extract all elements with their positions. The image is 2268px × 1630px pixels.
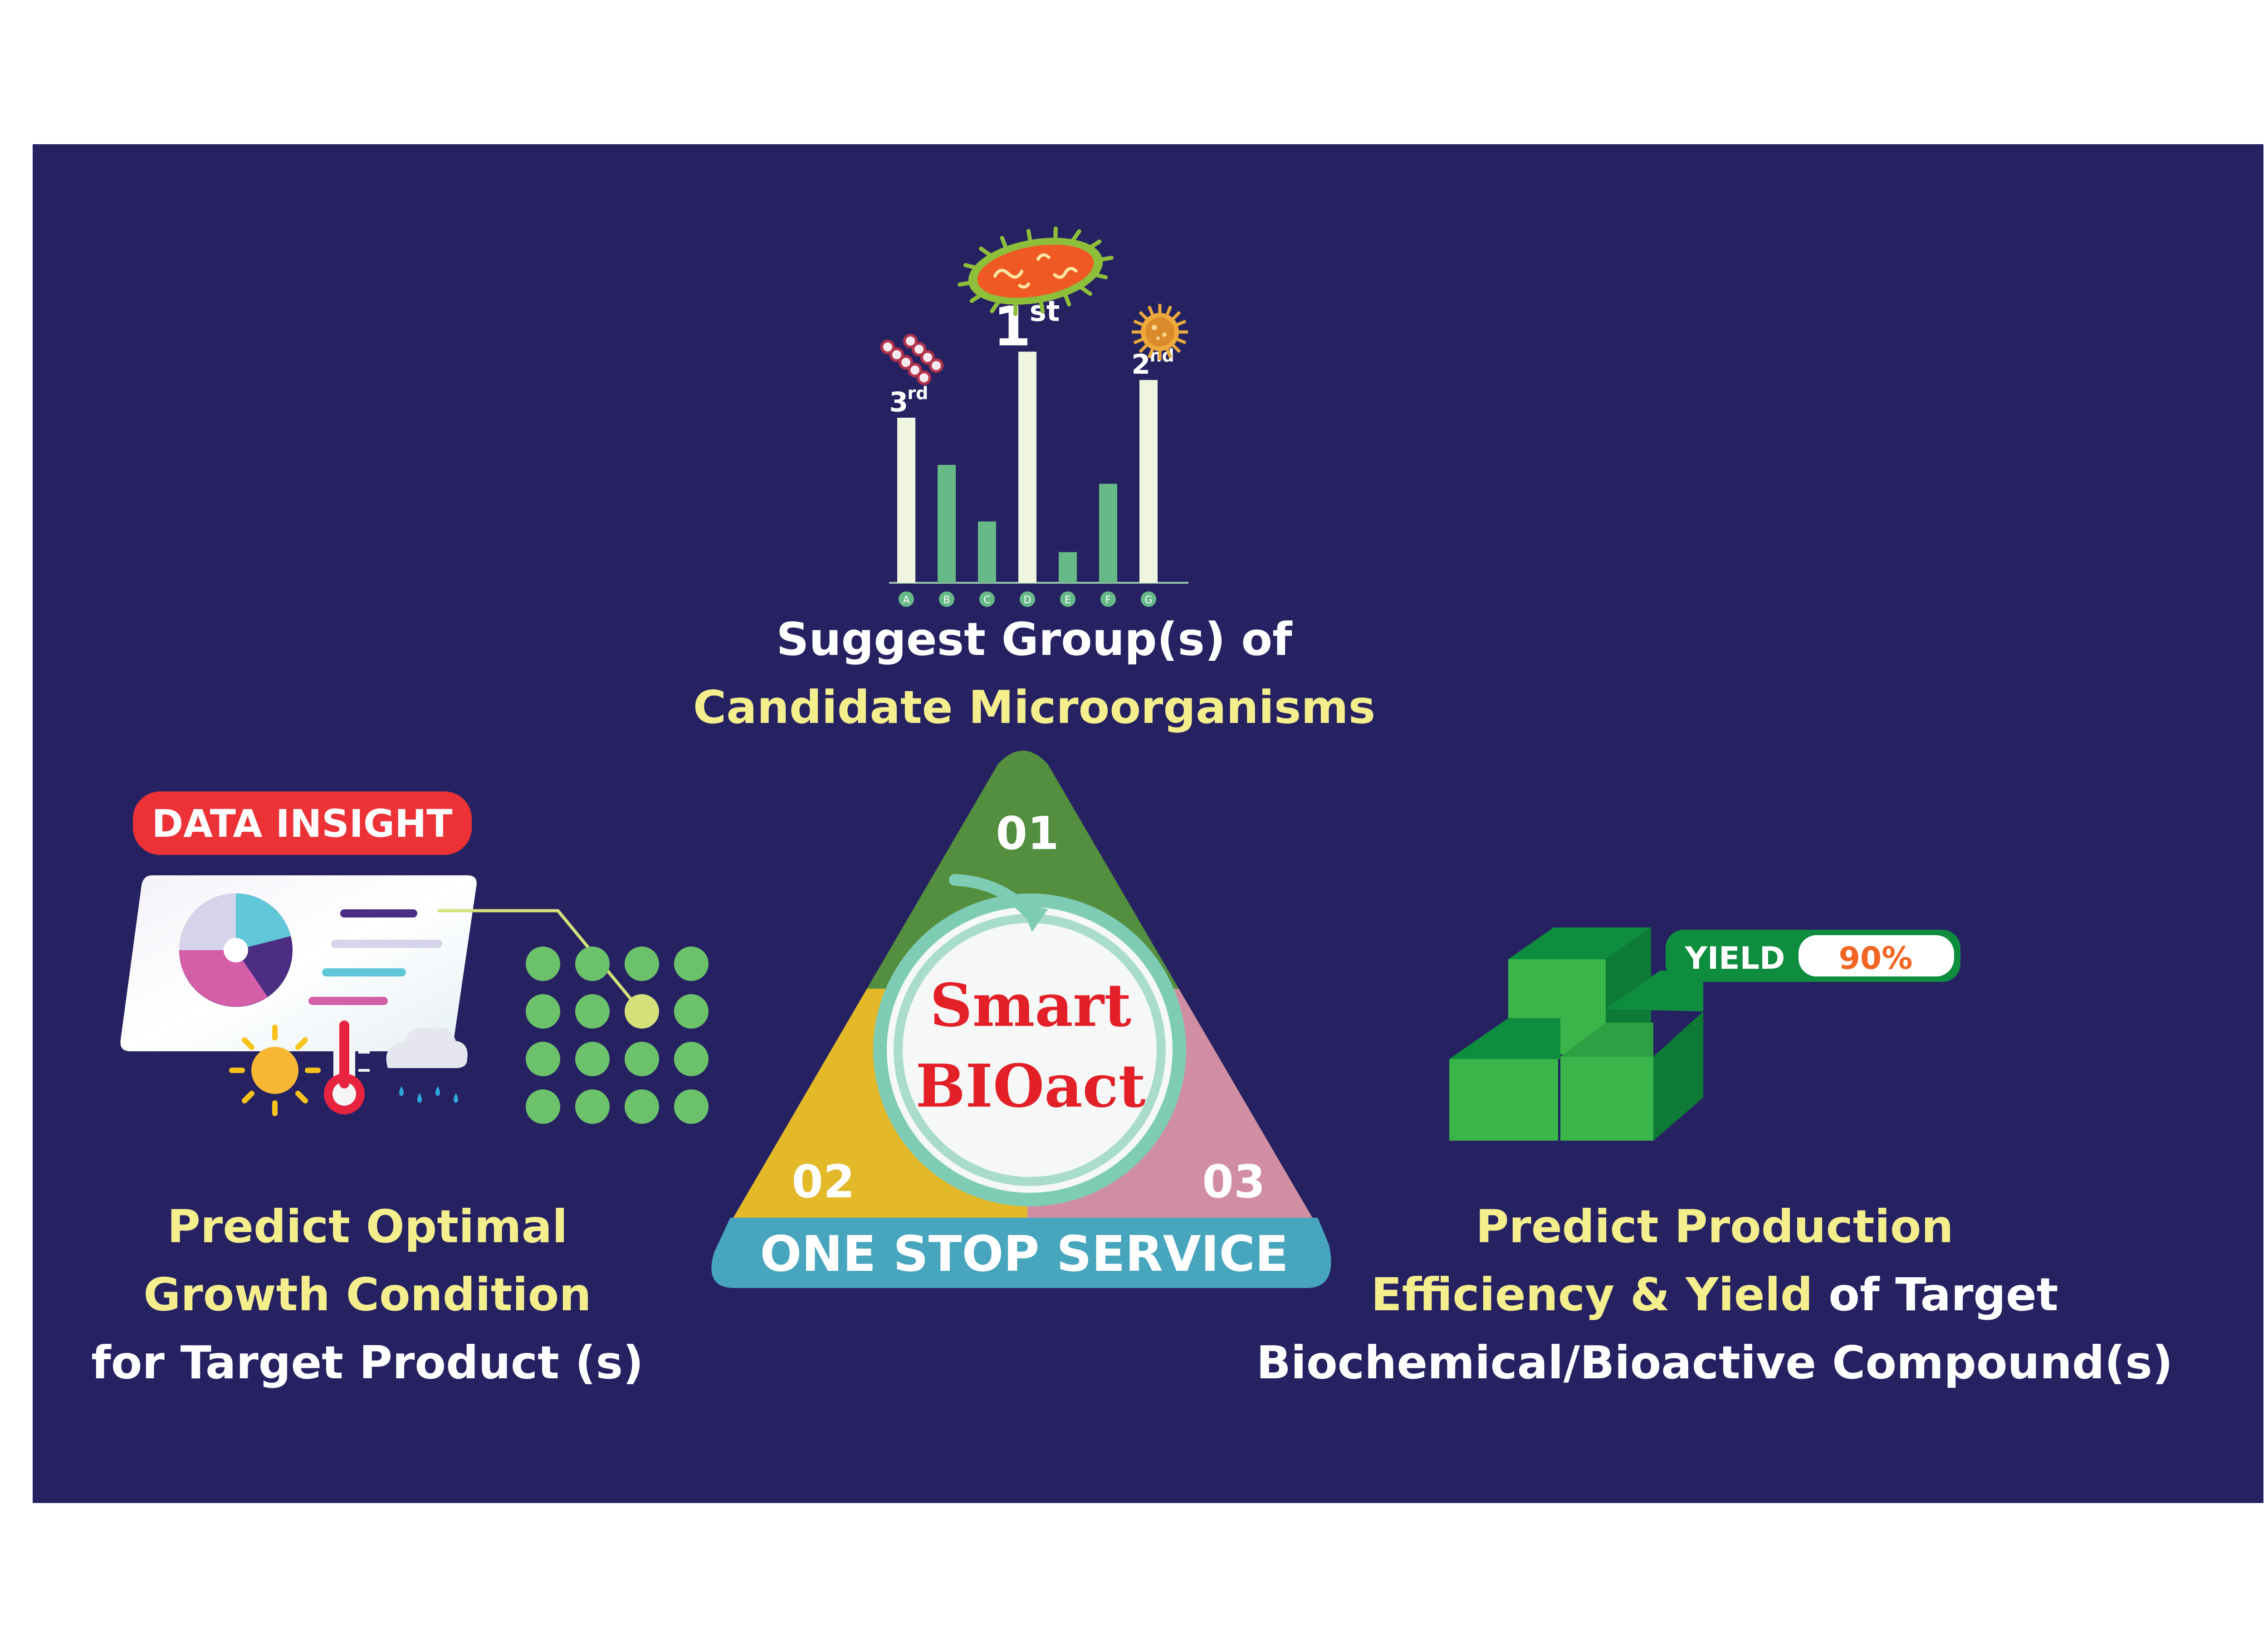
segment-02-label: 02: [792, 1155, 855, 1208]
tick-label-g: G: [1144, 595, 1152, 606]
segment-01-label: 01: [996, 807, 1059, 860]
bar-d: [1018, 351, 1036, 583]
top-caption-line2: Candidate Microorganisms: [693, 681, 1376, 734]
rain-cloud-icon: [386, 1027, 468, 1103]
yield-value: 90%: [1839, 941, 1913, 976]
top-caption: Suggest Group(s) of Candidate Microorgan…: [671, 605, 1397, 742]
connector-line: [438, 909, 639, 1008]
bar-a: [897, 418, 915, 583]
grid-dot: [526, 947, 560, 981]
right-caption-line1: Predict Production: [1476, 1200, 1954, 1253]
left-caption-line3: for Target Product (s): [91, 1336, 644, 1389]
yield-badge: YIELD 90%: [1666, 930, 1960, 982]
grid-dot: [575, 994, 610, 1029]
rank-label-g: 2: [1131, 349, 1150, 381]
grid-dot: [674, 1089, 709, 1124]
left-caption-line2: Growth Condition: [143, 1268, 591, 1321]
grid-dot: [575, 1089, 610, 1124]
tick-label-b: B: [943, 595, 950, 606]
rank-suffix-a: rd: [907, 383, 928, 403]
stacked-cubes-icon: [1449, 927, 1703, 1141]
grid-dot: [674, 994, 709, 1029]
logo-line1: Smart: [930, 971, 1131, 1040]
grid-dot: [625, 1042, 659, 1076]
axis-dot-a: [899, 591, 914, 607]
grid-dot: [575, 1042, 610, 1076]
bar-f: [1099, 483, 1117, 583]
dot-grid-icon: [526, 947, 709, 1124]
coccus-icon: [1132, 304, 1188, 360]
right-caption-line3: Biochemical/Bioactive Compound(s): [1256, 1336, 2173, 1389]
left-caption-line1: Predict Optimal: [167, 1200, 568, 1253]
thermometer-icon: [324, 1018, 370, 1114]
data-insight-badge: DATA INSIGHT: [133, 791, 472, 855]
bar-c: [978, 521, 996, 583]
grid-dot: [625, 1089, 659, 1124]
yield-label: YIELD: [1685, 941, 1785, 976]
segment-03-label: 03: [1202, 1155, 1265, 1208]
top-caption-line1: Suggest Group(s) of: [776, 613, 1292, 666]
yield-fill-bar: [1799, 935, 1939, 976]
axis-dot-g: [1141, 591, 1156, 607]
grid-dot: [674, 947, 709, 981]
grid-dot: [575, 947, 610, 981]
bar-e: [1059, 552, 1077, 583]
tick-label-c: C: [983, 595, 990, 606]
tick-label-e: E: [1065, 595, 1071, 606]
bacterium-icon: [958, 226, 1114, 316]
rank-label-a: 3: [889, 386, 908, 418]
grid-dot: [526, 994, 560, 1029]
bar-b: [938, 465, 956, 583]
service-band: [711, 1218, 1331, 1288]
tick-label-a: A: [903, 595, 909, 606]
axis-dot-e: [1060, 591, 1075, 607]
sun-icon: [229, 1025, 321, 1116]
bar-g: [1139, 380, 1158, 583]
tick-label-d: D: [1024, 595, 1031, 606]
rank-label-d: 1: [993, 295, 1031, 358]
left-caption: Predict Optimal Growth Condition for Tar…: [50, 1193, 685, 1397]
axis-dot-f: [1100, 591, 1116, 607]
one-stop-service-label: ONE STOP SERVICE: [760, 1226, 1288, 1283]
right-caption-line2-rest: of Target: [1813, 1268, 2058, 1321]
tick-label-f: F: [1105, 595, 1111, 606]
logo-line2: BIOact: [915, 1051, 1145, 1121]
grid-dot: [674, 1042, 709, 1076]
streptococcus-chain-icon: [880, 334, 943, 385]
axis-dot-c: [979, 591, 995, 607]
right-caption: Predict Production Efficiency & Yield of…: [1216, 1193, 2214, 1397]
right-caption-line2-highlight: Efficiency & Yield: [1371, 1268, 1813, 1321]
grid-dot: [625, 947, 659, 981]
axis-dot-b: [939, 591, 954, 607]
highlighted-dot: [625, 994, 659, 1029]
axis-dot-d: [1020, 591, 1035, 607]
data-insight-label: DATA INSIGHT: [152, 801, 452, 846]
swirl-circle-icon: [873, 874, 1186, 1206]
grid-dot: [526, 1089, 560, 1124]
dashboard-pie-chart-icon: [120, 875, 477, 1051]
grid-dot: [526, 1042, 560, 1076]
